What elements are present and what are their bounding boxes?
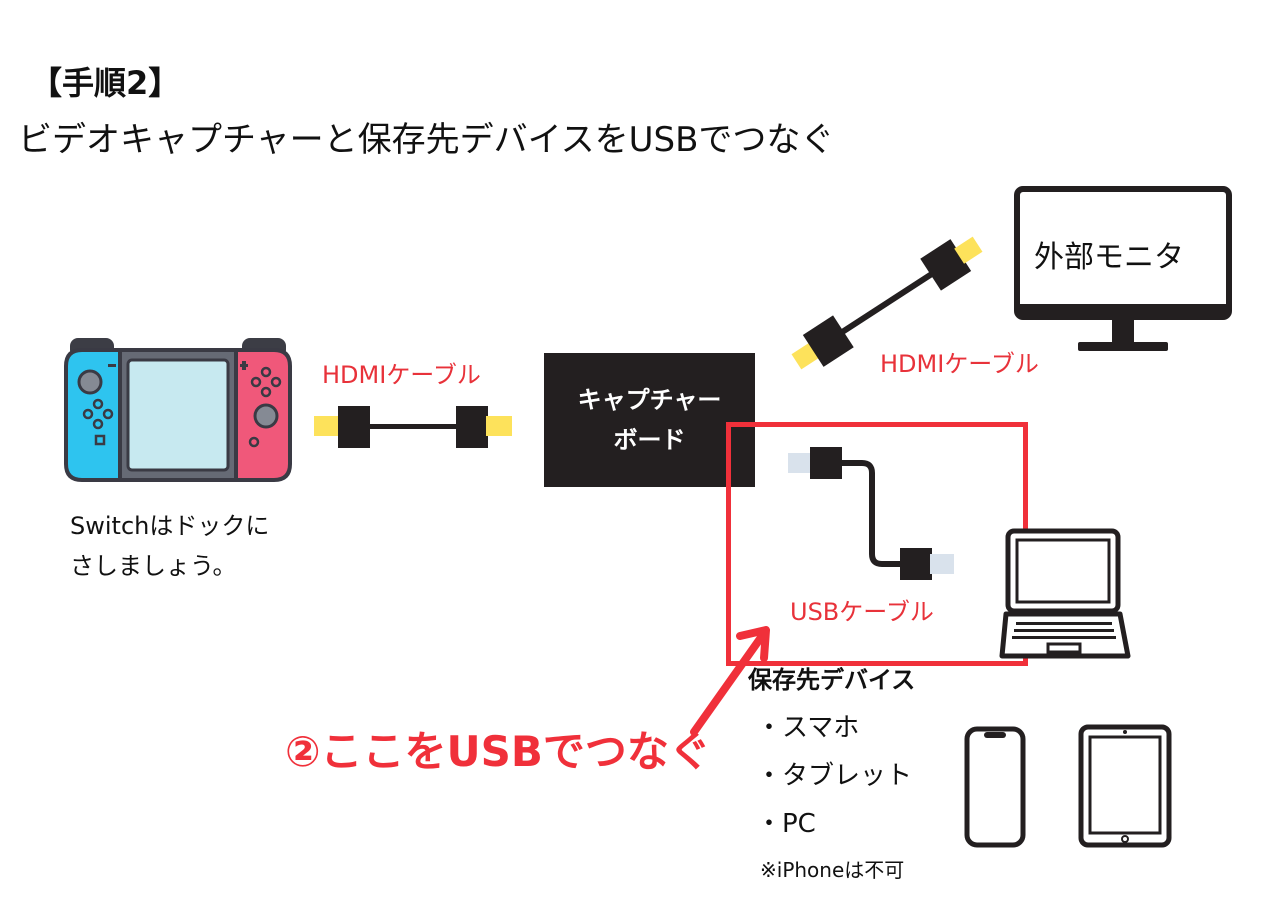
switch-note-line-1: Switchはドックに xyxy=(70,512,270,540)
step-title: 【手順2】 xyxy=(30,64,181,102)
switch-note: Switchはドックに さしましょう。 xyxy=(70,506,269,586)
capture-board-label-line-2: ボード xyxy=(613,426,686,454)
hdmi-cable-label-1: HDMIケーブル xyxy=(322,361,481,389)
switch-note-line-2: さしましょう。 xyxy=(70,552,237,580)
usb-cable-label: USBケーブル xyxy=(790,598,934,626)
monitor-label: 外部モニタ xyxy=(1034,240,1184,275)
page-subtitle: ビデオキャプチャーと保存先デバイスをUSBでつなぐ xyxy=(18,120,835,160)
storage-item-smartphone: ・スマホ xyxy=(756,713,860,743)
usb-cable-icon xyxy=(788,447,954,580)
smartphone-icon xyxy=(964,726,1026,848)
storage-item-tablet: ・タブレット xyxy=(756,761,913,791)
storage-devices-title: 保存先デバイス xyxy=(748,666,916,694)
callout-arrow-icon xyxy=(690,626,770,736)
capture-board: キャプチャー ボード xyxy=(544,353,755,487)
switch-console-icon xyxy=(64,338,292,482)
storage-item-pc: ・PC xyxy=(756,809,816,839)
callout-text: ②ここをUSBでつなぐ xyxy=(285,727,711,776)
capture-board-label-line-1: キャプチャー xyxy=(577,386,722,414)
hdmi-cable-label-2: HDMIケーブル xyxy=(880,350,1039,378)
hdmi-cable-2-icon xyxy=(791,236,983,370)
iphone-not-supported-note: ※iPhoneは不可 xyxy=(760,858,905,882)
tablet-icon xyxy=(1078,724,1172,848)
external-monitor-icon xyxy=(1014,186,1232,351)
hdmi-cable-1-icon xyxy=(314,406,512,448)
laptop-icon xyxy=(999,528,1131,659)
